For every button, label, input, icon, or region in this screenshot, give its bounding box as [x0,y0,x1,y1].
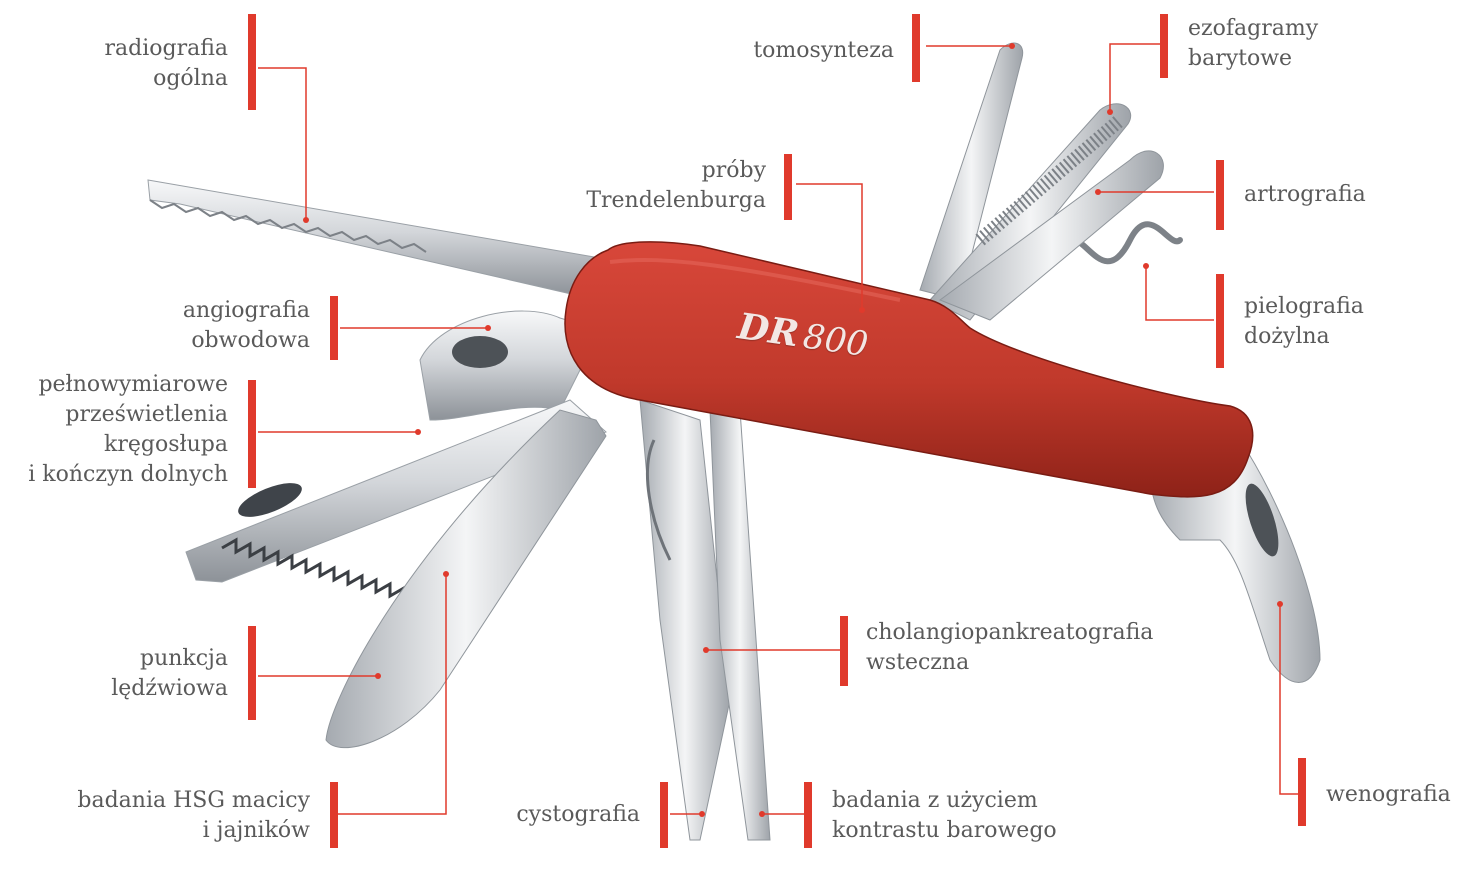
marker-bar [330,782,338,848]
label-radiografia: radiografia ogólna [104,34,228,94]
label-kontrast: badania z użyciem kontrastu barowego [832,786,1057,846]
saw-blade-top [148,180,600,296]
label-punkcja: punkcja lędźwiowa [111,644,228,704]
marker-bar [1216,160,1224,230]
label-angiografia: angiografia obwodowa [183,296,310,356]
label-pielografia: pielografia dożylna [1244,292,1364,352]
label-ezofagramy: ezofagramy barytowe [1188,14,1318,74]
label-tomosynteza: tomosynteza [753,36,894,66]
marker-bar [1216,274,1224,368]
marker-bar [248,14,256,110]
marker-bar [912,14,920,82]
label-proby: próby Trendelenburga [586,156,766,216]
marker-bar [1298,758,1306,826]
marker-bar [330,296,338,360]
label-cholangio: cholangiopankreatografia wsteczna [866,618,1153,678]
marker-bar [248,626,256,720]
marker-bar [248,380,256,488]
label-artrografia: artrografia [1244,180,1366,210]
scissors [640,400,770,840]
label-wenografia: wenografia [1326,780,1451,810]
brand-model-prefix: DR [735,305,801,355]
label-hsg: badania HSG macicy i jajników [77,786,310,846]
marker-bar [804,782,812,848]
marker-bar [660,782,668,848]
marker-bar [1160,14,1168,78]
label-cystografia: cystografia [516,800,640,830]
marker-bar [840,616,848,686]
label-pelnowymiarowe: pełnowymiarowe prześwietlenia kręgosłupa… [28,370,228,490]
marker-bar [784,154,792,220]
top-tools [920,43,1163,320]
